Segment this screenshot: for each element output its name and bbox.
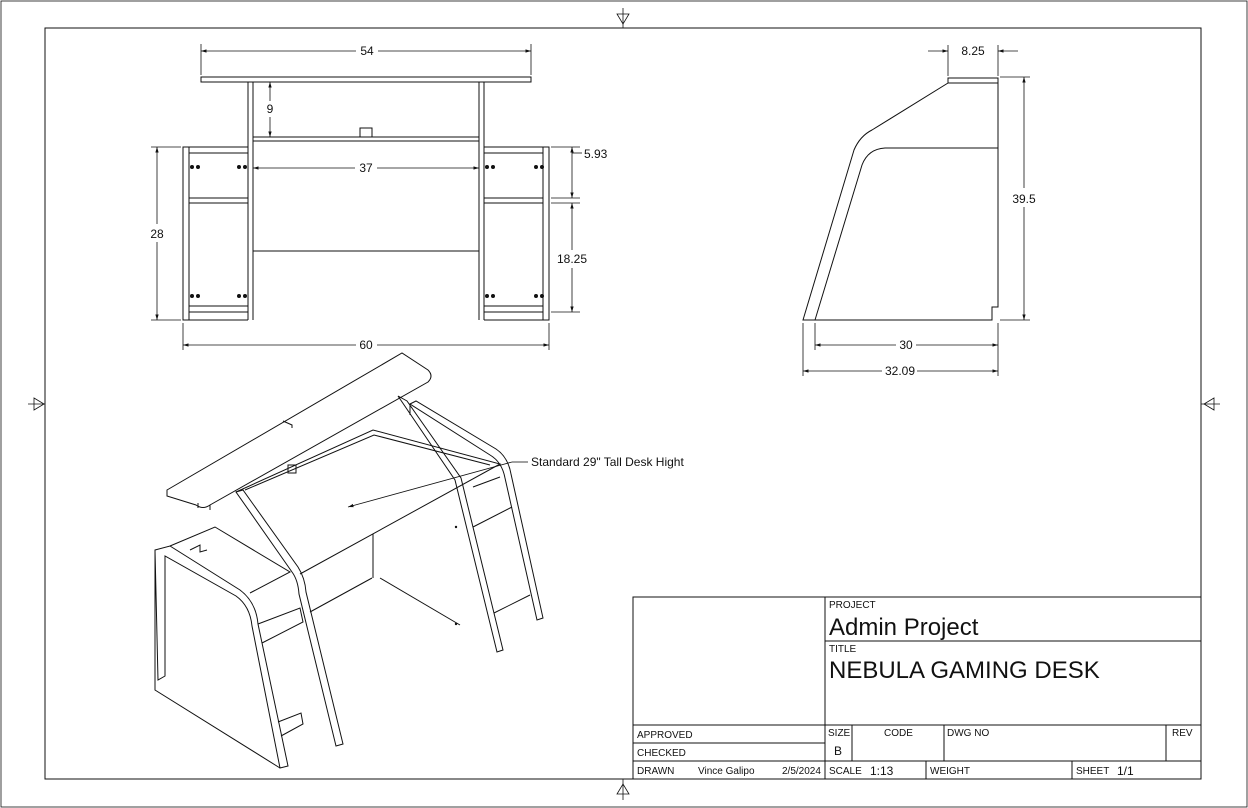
dim-front-shelf-height: 18.25 xyxy=(557,252,587,266)
drawing-title: NEBULA GAMING DESK xyxy=(829,657,1100,684)
front-dimensions: 54 9 37 28 5.93 18.25 60 xyxy=(150,44,608,352)
dim-side-top-depth: 8.25 xyxy=(961,44,985,58)
center-mark-bottom xyxy=(616,779,630,800)
title-block: PROJECT Admin Project TITLE NEBULA GAMIN… xyxy=(632,596,1202,780)
title-label: TITLE xyxy=(829,644,857,655)
front-view xyxy=(182,76,550,321)
center-mark-right xyxy=(1201,397,1220,411)
dim-side-overall-depth: 32.09 xyxy=(885,364,915,378)
checked-label: CHECKED xyxy=(637,748,686,759)
dim-front-overall-width: 60 xyxy=(359,338,373,352)
scale-label: SCALE xyxy=(829,766,862,777)
scale-value: 1:13 xyxy=(870,764,894,778)
isometric-view: Standard 29" Tall Desk Hight xyxy=(154,352,684,769)
size-value: B xyxy=(834,744,842,758)
side-dimensions: 8.25 39.5 30 32.09 xyxy=(802,44,1036,378)
size-label: SIZE xyxy=(828,728,851,739)
dim-front-shelf-gap: 5.93 xyxy=(584,147,608,161)
dim-front-inner-width: 37 xyxy=(359,161,373,175)
dim-front-height: 28 xyxy=(150,227,164,241)
project-label: PROJECT xyxy=(829,600,876,611)
drawn-date: 2/5/2024 xyxy=(782,766,821,777)
weight-label: WEIGHT xyxy=(930,766,970,777)
dim-front-offset: 9 xyxy=(267,102,274,116)
rev-label: REV xyxy=(1172,728,1193,739)
dwg-no-label: DWG NO xyxy=(947,728,989,739)
desk-height-annotation: Standard 29" Tall Desk Hight xyxy=(531,455,684,469)
center-mark-top xyxy=(616,8,630,28)
sheet-value: 1/1 xyxy=(1117,764,1134,778)
center-mark-left xyxy=(28,397,45,411)
dim-side-height: 39.5 xyxy=(1012,192,1036,206)
approved-label: APPROVED xyxy=(637,730,693,741)
drawn-label: DRAWN xyxy=(637,766,674,777)
side-view xyxy=(802,77,999,321)
dim-front-top-width: 54 xyxy=(360,44,374,58)
dim-side-base-depth: 30 xyxy=(899,338,913,352)
code-label: CODE xyxy=(884,728,913,739)
drawn-by: Vince Galipo xyxy=(698,766,755,777)
sheet-label: SHEET xyxy=(1076,766,1109,777)
project-name: Admin Project xyxy=(829,614,979,641)
